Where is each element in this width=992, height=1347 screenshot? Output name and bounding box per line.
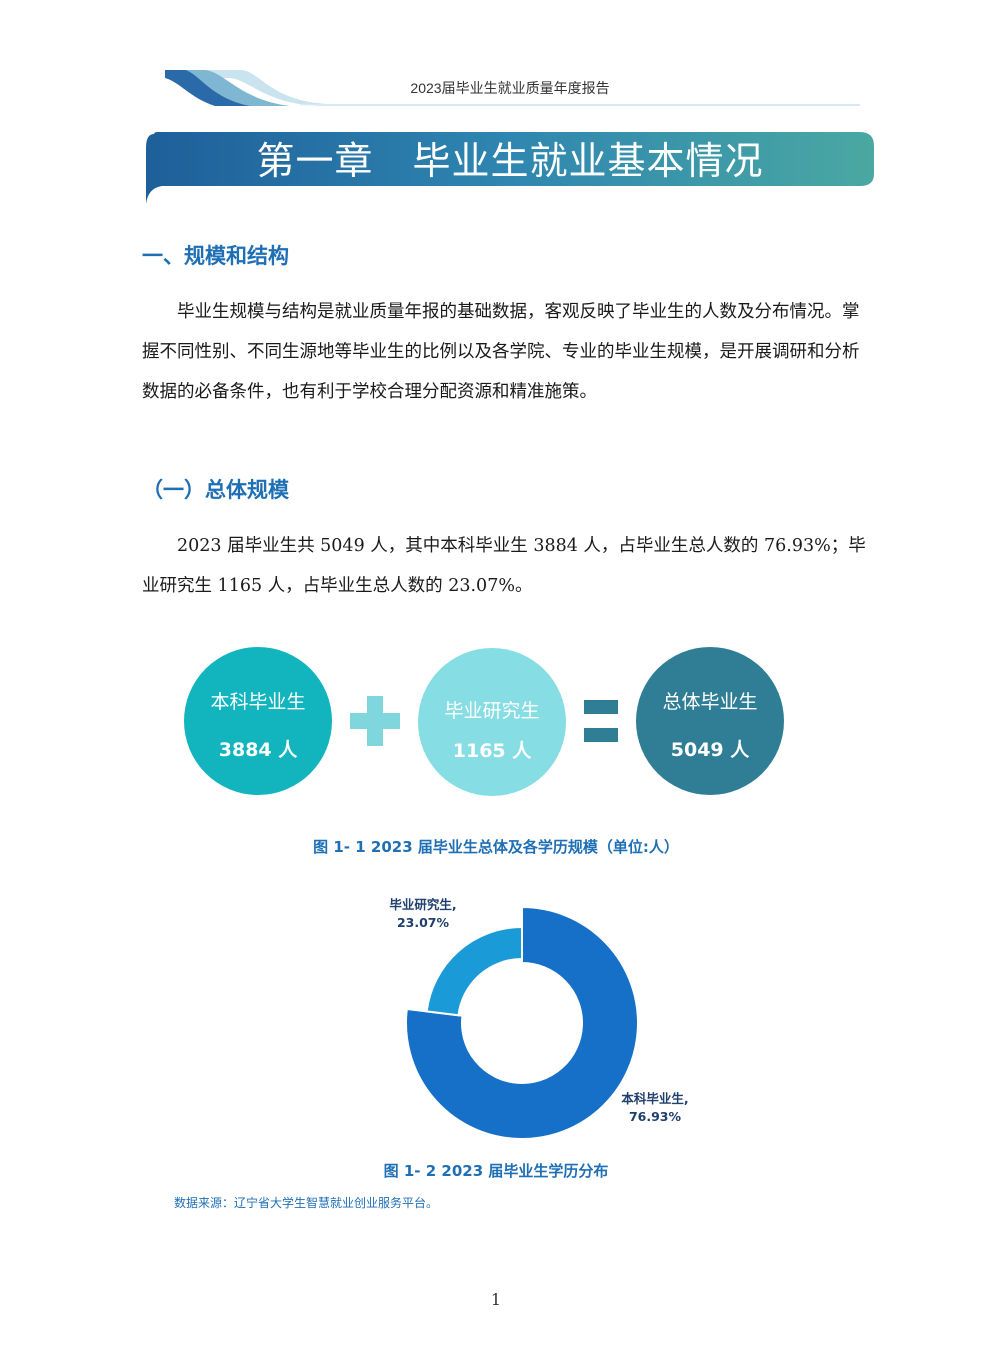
undergrad-label: 本科毕业生	[210, 691, 306, 713]
figure2-caption: 图 1- 2 2023 届毕业生学历分布	[383, 1162, 609, 1180]
grad-slice-percent: 23.07%	[396, 915, 450, 930]
chapter-title: 第一章 毕业生就业基本情况	[256, 139, 764, 183]
undergrad-slice-comma: ,	[683, 1091, 689, 1106]
donut-chart	[405, 905, 639, 1140]
grad-circle: 毕业研究生 1165 人	[418, 648, 566, 796]
undergrad-circle: 本科毕业生 3884 人	[184, 647, 332, 795]
undergrad-slice-label: 本科毕业生, 76.93%	[600, 1090, 710, 1126]
donut-slice-grad	[425, 925, 523, 1017]
section-paragraph: 毕业生规模与结构是就业质量年报的基础数据，客观反映了毕业生的人数及分布情况。掌握…	[142, 292, 876, 412]
grad-slice-comma: ,	[451, 897, 457, 912]
total-circle: 总体毕业生 5049 人	[636, 647, 784, 795]
chapter-banner	[146, 132, 874, 204]
grad-slice-label: 毕业研究生, 23.07%	[368, 896, 478, 932]
equals-icon	[584, 700, 618, 742]
subsection-paragraph-text: 2023 届毕业生共 5049 人，其中本科毕业生 3884 人，占毕业生总人数…	[142, 536, 866, 596]
undergrad-value: 3884 人	[218, 739, 298, 761]
total-label: 总体毕业生	[662, 691, 758, 713]
section-paragraph-text: 毕业生规模与结构是就业质量年报的基础数据，客观反映了毕业生的人数及分布情况。掌握…	[142, 302, 860, 402]
subsection-paragraph: 2023 届毕业生共 5049 人，其中本科毕业生 3884 人，占毕业生总人数…	[142, 526, 876, 606]
total-value: 5049 人	[670, 739, 750, 761]
running-header-title: 2023届毕业生就业质量年度报告	[410, 80, 610, 96]
grad-label: 毕业研究生	[444, 700, 540, 722]
undergrad-slice-percent: 76.93%	[628, 1109, 682, 1124]
figure1-caption: 图 1- 1 2023 届毕业生总体及各学历规模（单位:人）	[313, 838, 679, 856]
header-wave-decoration	[165, 70, 860, 106]
section-heading: 一、规模和结构	[142, 244, 289, 268]
undergrad-slice-name: 本科毕业生	[621, 1091, 684, 1106]
grad-slice-name: 毕业研究生	[389, 897, 452, 912]
donut-slice-undergrad	[405, 905, 639, 1140]
grad-value: 1165 人	[452, 740, 532, 762]
subsection-heading: （一）总体规模	[142, 478, 289, 502]
plus-icon	[350, 696, 400, 746]
page-number: 1	[490, 1290, 502, 1309]
data-source-note: 数据来源：辽宁省大学生智慧就业创业服务平台。	[174, 1196, 439, 1210]
